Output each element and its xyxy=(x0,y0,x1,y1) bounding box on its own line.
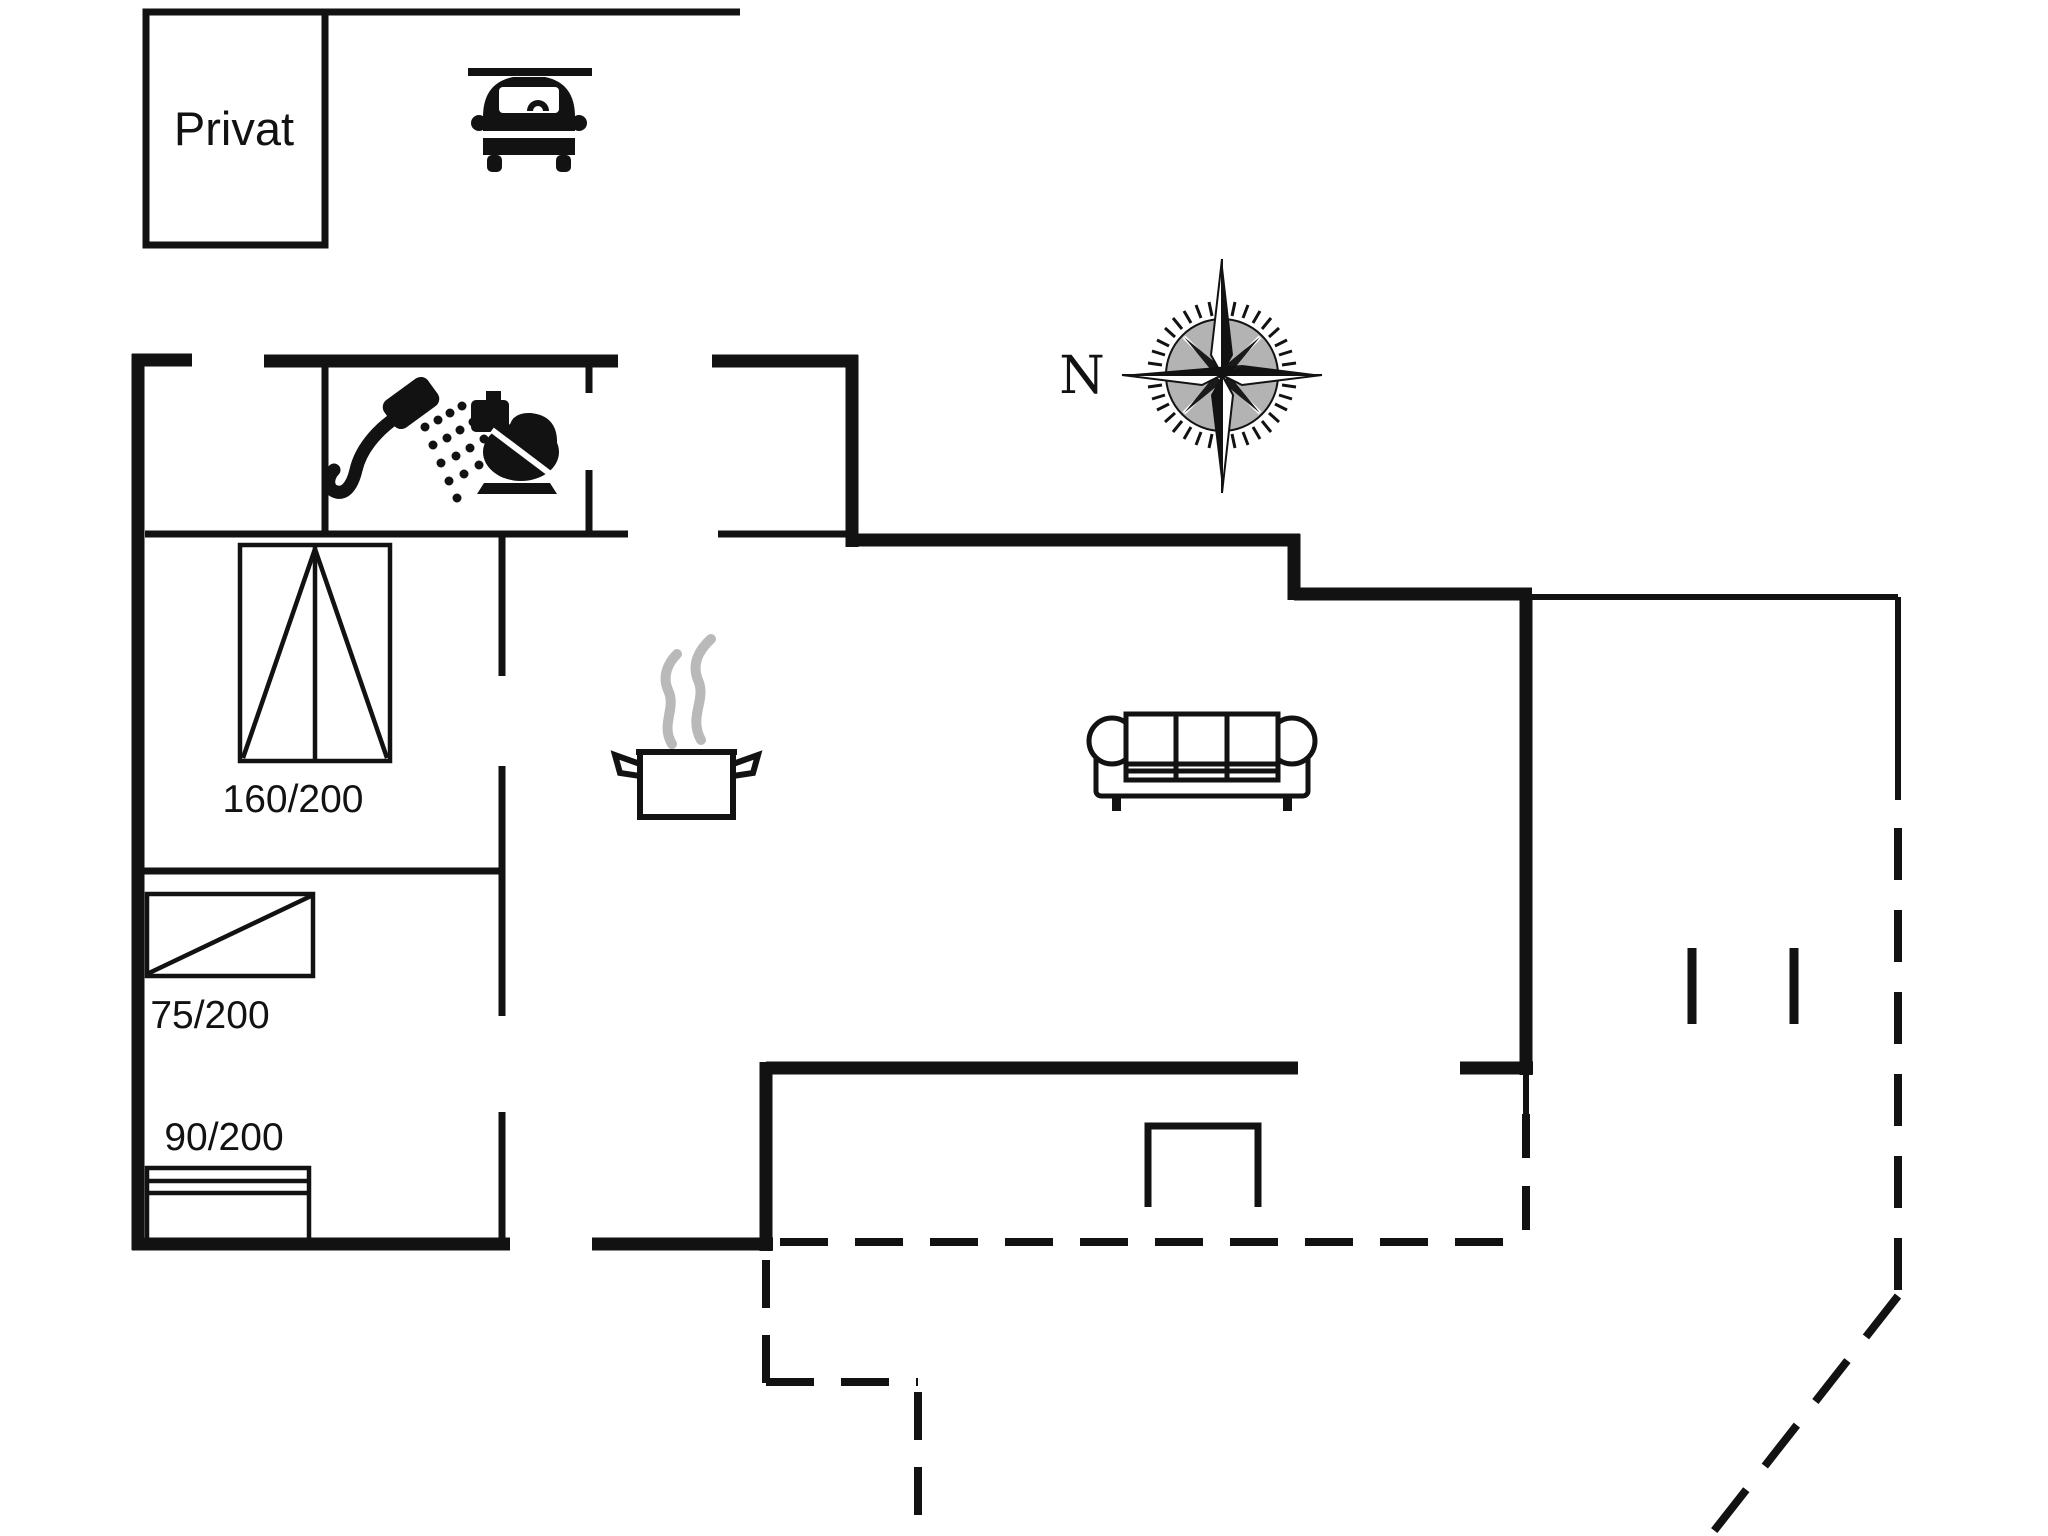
east-terrace-outline xyxy=(1522,594,1902,1536)
steps-icon xyxy=(1144,1122,1262,1207)
sofa-icon xyxy=(1086,711,1318,811)
private-room-label: Privat xyxy=(174,102,294,155)
bed-small-75 xyxy=(144,891,316,979)
terrace-diagonal-dashed xyxy=(1706,1293,1902,1536)
compass-rose-icon xyxy=(1121,258,1323,494)
interior-walls xyxy=(140,365,850,1250)
bed-single-label: 90/200 xyxy=(164,1116,283,1159)
carport-area xyxy=(142,8,740,249)
steam-right xyxy=(690,634,716,745)
shower-icon xyxy=(322,376,489,503)
bed-single-90 xyxy=(144,1165,312,1245)
private-room-box xyxy=(142,8,329,249)
bed-small-label: 75/200 xyxy=(150,994,269,1037)
compass-diagonal-needles xyxy=(1184,337,1260,413)
toilet-icon xyxy=(471,391,559,494)
shower-spray-dots xyxy=(420,401,489,503)
car-icon xyxy=(471,77,587,172)
cooking-pot-icon xyxy=(610,634,763,820)
bed-double-label: 160/200 xyxy=(223,778,364,821)
south-terrace-outline xyxy=(762,1238,1522,1536)
steam-left xyxy=(660,649,682,749)
compass-main-needles xyxy=(1121,258,1323,494)
bed-double-160 xyxy=(237,542,393,764)
compass-north-label: N xyxy=(1059,346,1105,406)
exterior-walls xyxy=(131,353,1533,1251)
